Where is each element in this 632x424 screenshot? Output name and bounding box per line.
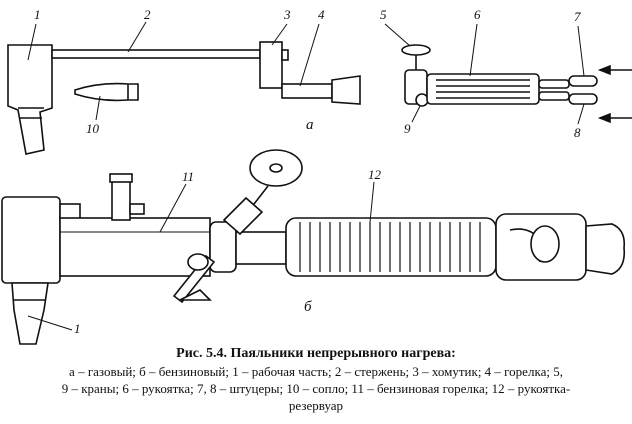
- caption-line-1: а – газовый; б – бензиновый; 1 – рабочая…: [69, 364, 563, 379]
- label-7: 7: [574, 9, 581, 24]
- handle: [426, 73, 540, 105]
- petrol-burner: [59, 217, 211, 277]
- burner: [281, 83, 333, 99]
- gas-iron-a: [7, 21, 632, 155]
- label-3: 3: [284, 7, 291, 22]
- label-10: 10: [86, 121, 99, 136]
- label-2: 2: [144, 7, 151, 22]
- handle-reservoir: [285, 217, 497, 277]
- label-12: 12: [368, 167, 381, 182]
- valve-5: [401, 44, 431, 56]
- label-1a: 1: [34, 7, 41, 22]
- label-11: 11: [182, 169, 195, 184]
- caption-title: Рис. 5.4. Паяльники непрерывного нагрева…: [176, 346, 456, 361]
- label-1b: 1: [74, 321, 81, 336]
- label-9: 9: [404, 121, 411, 136]
- label-6: 6: [474, 7, 481, 22]
- nozzle: [74, 82, 139, 102]
- label-5: 5: [380, 7, 387, 22]
- fitting-8: [568, 93, 598, 105]
- working-part-b: [11, 282, 49, 345]
- label-4: 4: [318, 7, 325, 22]
- caption-line-3: резервуар: [288, 398, 344, 413]
- working-part-a: [7, 44, 53, 155]
- rod: [51, 49, 261, 59]
- subfigure-b-label: б: [304, 299, 312, 315]
- label-8: 8: [574, 125, 581, 140]
- clamp: [259, 41, 283, 89]
- caption-line-2: 9 – краны; 6 – рукоятка; 7, 8 – штуцеры;…: [61, 381, 571, 396]
- fitting-7: [568, 75, 598, 87]
- subfigure-a-label: а: [306, 117, 314, 133]
- petrol-iron-b: [1, 149, 626, 345]
